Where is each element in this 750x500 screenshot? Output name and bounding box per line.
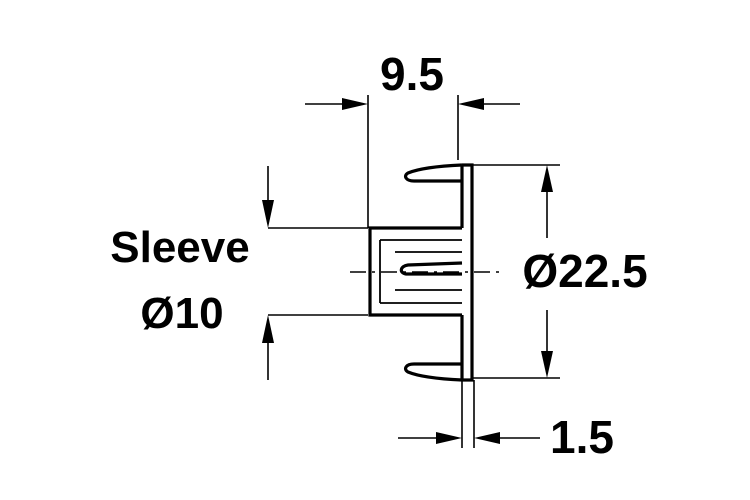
depth-dimension-label: 9.5 (380, 48, 444, 100)
diameter-dimension (472, 164, 560, 379)
sleeve-body (368, 226, 462, 317)
sleeve-arrow-top (262, 200, 274, 228)
sleeve-dimension (262, 166, 368, 380)
diameter-dimension-label: Ø22.5 (522, 245, 647, 297)
middle-tongue (399, 261, 463, 276)
flange-arrow-left (436, 432, 462, 444)
flange-plate (462, 163, 474, 382)
part-profile (368, 163, 474, 382)
sleeve-diameter-label: Ø10 (140, 289, 223, 338)
depth-dimension (305, 95, 520, 228)
sleeve-label: Sleeve (110, 223, 249, 272)
flange-dimension-label: 1.5 (550, 411, 614, 463)
flange-dimension (398, 380, 540, 448)
flange-arrow-right (474, 432, 500, 444)
top-hook (403, 163, 463, 183)
depth-arrow-right (458, 98, 484, 110)
diameter-arrow-bottom (541, 351, 553, 378)
bottom-hook (403, 362, 463, 382)
sleeve-arrow-bottom (262, 315, 274, 343)
diameter-arrow-top (541, 165, 553, 192)
depth-arrow-left (342, 98, 368, 110)
